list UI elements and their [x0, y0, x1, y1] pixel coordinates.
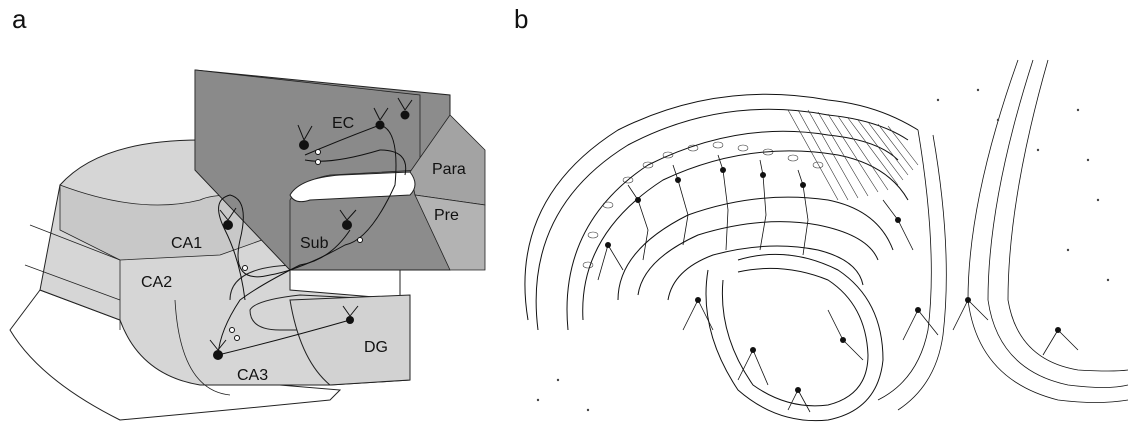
label-ec: EC — [332, 115, 354, 132]
label-dg: DG — [364, 339, 388, 356]
sub-neuron — [342, 220, 352, 230]
hippocampus-schematic: EC Para Pre Sub CA1 CA2 CA3 DG — [0, 0, 500, 441]
ca3-neuron — [213, 350, 223, 360]
label-pre: Pre — [434, 207, 459, 224]
dendritic-arbors — [598, 155, 1078, 412]
dentate-gyrus — [706, 254, 883, 420]
dg-neuron — [346, 316, 354, 324]
label-para: Para — [432, 161, 466, 178]
ca1-neuron — [223, 220, 233, 230]
label-ca1: CA1 — [171, 235, 202, 252]
label-sub: Sub — [300, 235, 329, 252]
cell-stipple — [537, 89, 1109, 411]
pyramidal-layer — [583, 142, 823, 268]
label-ca2: CA2 — [141, 274, 172, 291]
ec-neuron — [376, 121, 385, 130]
ec-neuron — [401, 111, 410, 120]
label-ca3: CA3 — [237, 367, 268, 384]
outer-contours — [525, 94, 918, 330]
ec-neuron — [299, 140, 309, 150]
alveus-fibers — [878, 60, 1128, 410]
hippocampus-drawing — [498, 0, 1132, 441]
